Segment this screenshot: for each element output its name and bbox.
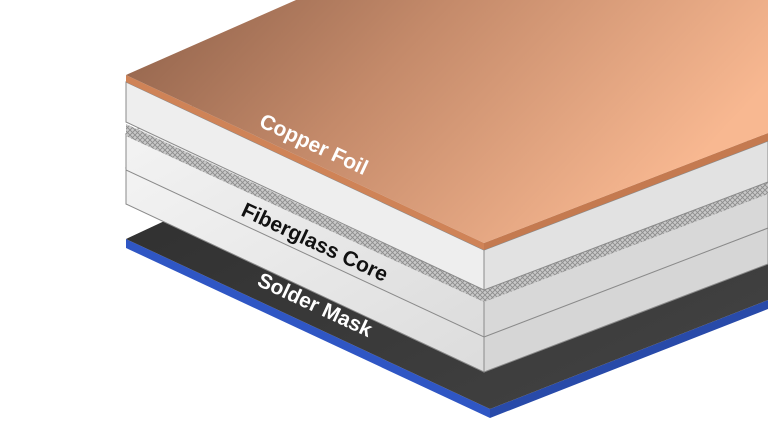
solder-mask-blue-edge-right [490, 300, 768, 418]
solder-mask-blue-edge [126, 239, 490, 418]
fiberglass-weave-front [126, 124, 484, 302]
copper-foil-top [126, 0, 768, 243]
copper-foil-edge [126, 75, 484, 250]
fiberglass-weave-right [484, 182, 768, 302]
copper-foil-edge-right [484, 133, 768, 250]
fiberglass-weave-layer [126, 124, 768, 302]
clear-layer [125, 81, 768, 291]
copper-foil-layer [126, 0, 768, 250]
